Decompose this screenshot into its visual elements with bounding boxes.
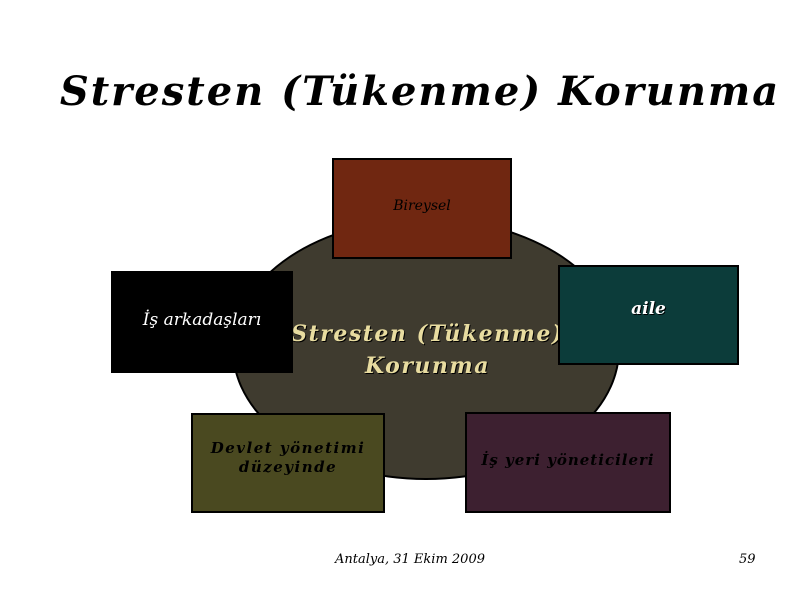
central-label: Stresten (Tükenme) Korunma xyxy=(290,318,565,382)
box-aile-label: aile xyxy=(631,299,666,319)
box-bireysel: Bireysel xyxy=(332,158,512,259)
box-devlet-label-line1: Devlet yönetimi xyxy=(210,439,366,457)
central-label-line2: Korunma xyxy=(365,353,490,379)
footer-location-date: Antalya, 31 Ekim 2009 xyxy=(335,552,485,567)
footer-page-number: 59 xyxy=(739,552,756,567)
box-is-yeri-yoneticileri: İş yeri yöneticileri xyxy=(465,412,671,513)
box-bireysel-label: Bireysel xyxy=(393,197,451,214)
central-label-line1: Stresten (Tükenme) xyxy=(291,321,564,347)
box-is-arkadaslari: İş arkadaşları xyxy=(111,271,293,373)
box-aile: aile xyxy=(558,265,739,365)
box-devlet-label-line2: düzeyinde xyxy=(238,458,338,476)
box-devlet-label: Devlet yönetimi düzeyinde xyxy=(211,439,366,477)
box-is-yeri-label: İş yeri yöneticileri xyxy=(481,450,655,469)
box-is-arkadaslari-label: İş arkadaşları xyxy=(142,310,262,330)
box-devlet-yonetimi: Devlet yönetimi düzeyinde xyxy=(191,413,385,513)
slide-title: Stresten (Tükenme) Korunma xyxy=(59,68,781,115)
